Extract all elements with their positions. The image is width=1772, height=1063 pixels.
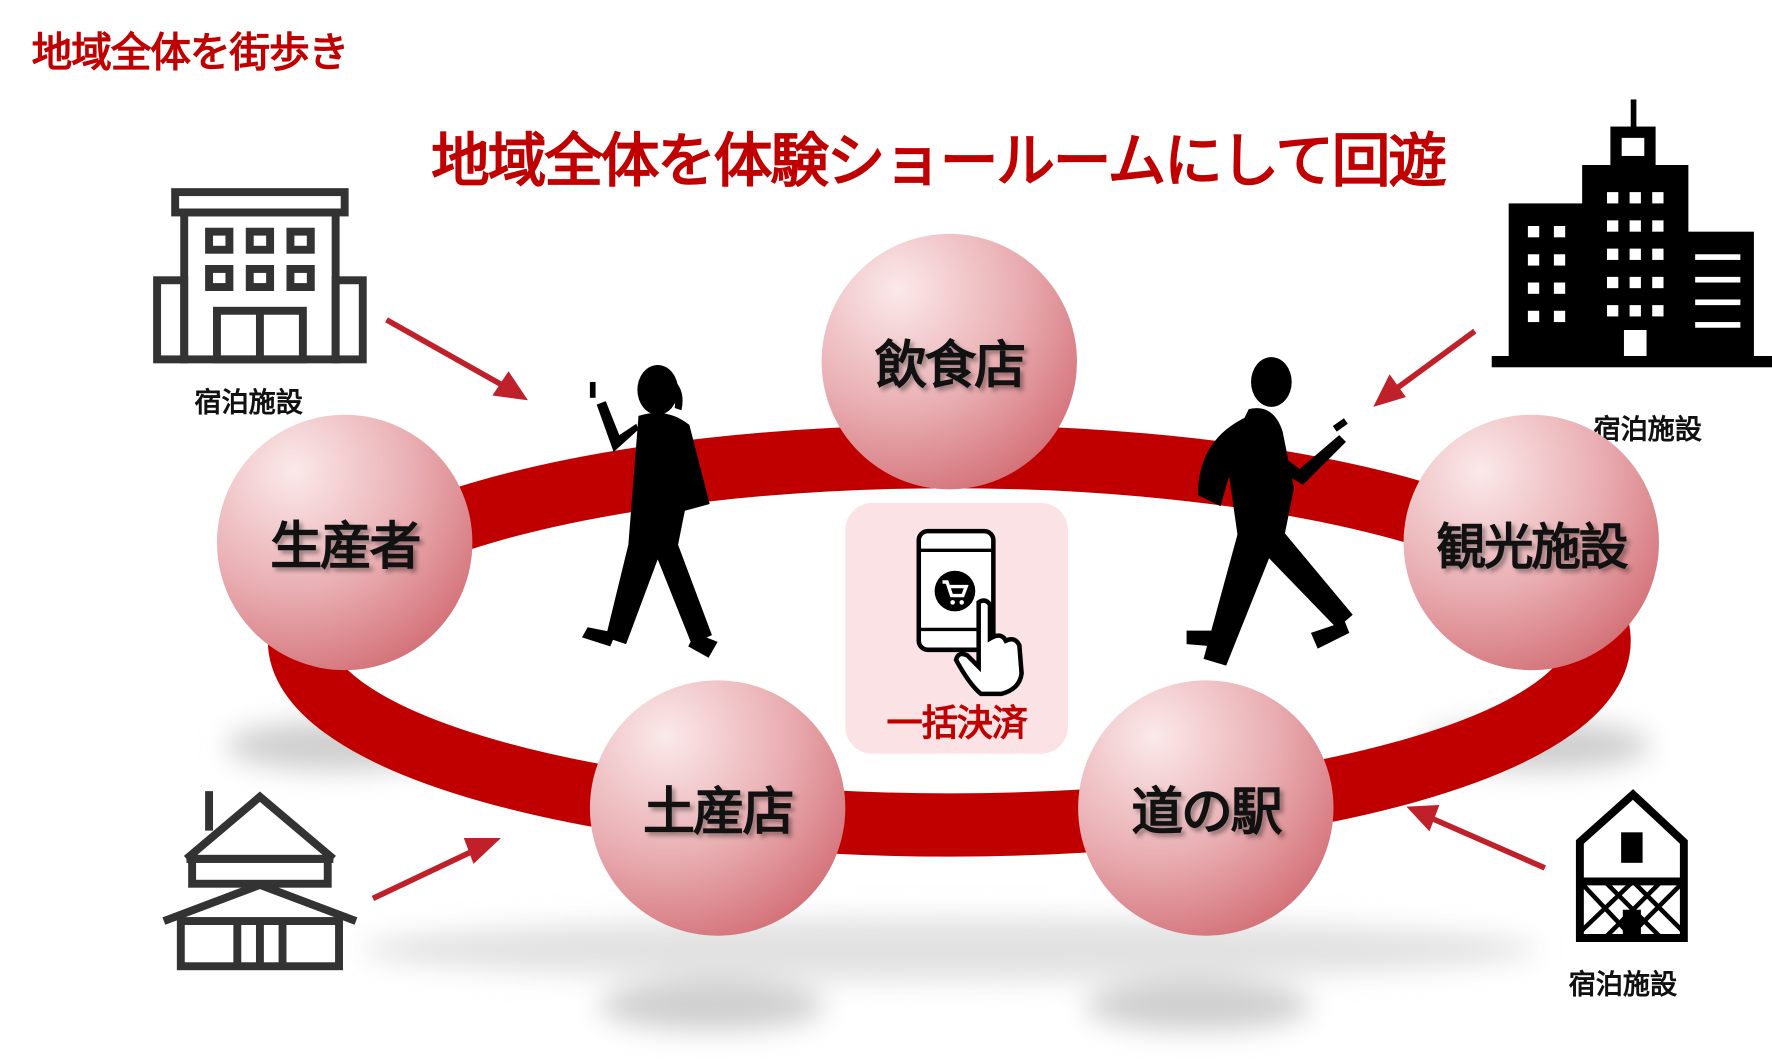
- node-restaurant: 飲食店: [821, 233, 1077, 490]
- node-souvenir-shop-label: 土産店: [643, 780, 794, 842]
- smartphone-cart-tap-icon: [916, 528, 1024, 697]
- hotel-building-icon: [153, 188, 367, 364]
- arrows: [371, 317, 1546, 901]
- house-icon: [162, 791, 358, 971]
- node-roadside-station: 道の駅: [1078, 680, 1334, 936]
- node-producer: 生産者: [216, 414, 473, 671]
- walking-man-with-phone-icon: [1186, 357, 1353, 666]
- accommodation-label-top-left: 宿泊施設: [194, 386, 303, 419]
- corner-title: 地域全体を街歩き: [31, 30, 350, 77]
- node-restaurant-label: 飲食店: [874, 334, 1026, 396]
- unified-payment-label: 一括決済: [886, 701, 1028, 745]
- node-sightseeing: 観光施設: [1403, 414, 1659, 671]
- main-title: 地域全体を体験ショールームにして回遊: [431, 127, 1447, 196]
- node-souvenir-shop: 土産店: [589, 680, 846, 936]
- accommodation-label-top-right: 宿泊施設: [1593, 413, 1702, 446]
- node-producer-label: 生産者: [270, 515, 421, 577]
- node-roadside-station-label: 道の駅: [1131, 780, 1282, 842]
- storehouse-icon: [1575, 789, 1688, 942]
- skyscraper-icon: [1491, 99, 1772, 368]
- accommodation-label-bottom-right: 宿泊施設: [1568, 968, 1678, 1001]
- node-sightseeing-label: 観光施設: [1436, 518, 1628, 577]
- walking-woman-with-phone-icon: [582, 365, 718, 658]
- unified-payment-panel: 一括決済: [845, 502, 1068, 754]
